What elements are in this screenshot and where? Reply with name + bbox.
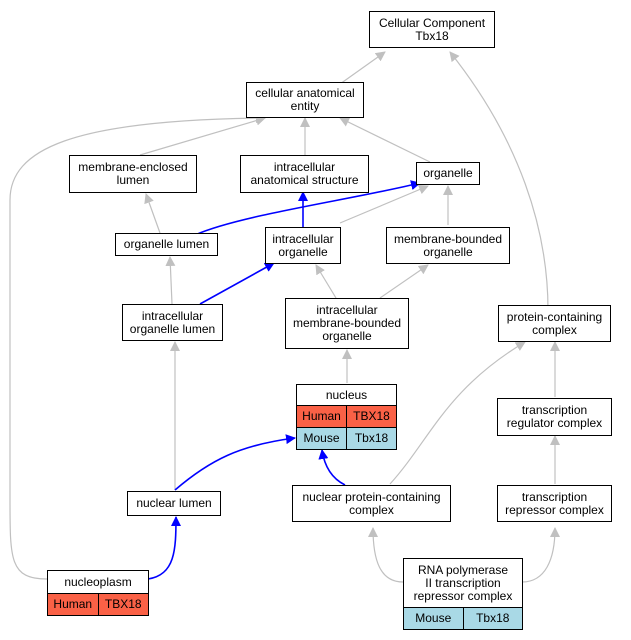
mouse-annotation-row: Mouse Tbx18	[404, 607, 522, 629]
node-membrane-enclosed-lumen[interactable]: membrane-enclosed lumen	[69, 155, 197, 193]
node-label-line1: membrane-bounded	[393, 231, 503, 246]
edge-membrane-bounded-to-intracellular-organelle	[315, 264, 337, 299]
node-rna-polymerase-ii-transcription-repressor-complex[interactable]: RNA polymerase II transcription represso…	[403, 558, 523, 630]
node-intracellular-membrane-bounded-organelle[interactable]: intracellular membrane-bounded organelle	[285, 298, 409, 349]
node-label-line2: complex	[349, 502, 394, 517]
node-nuclear-lumen[interactable]: nuclear lumen	[127, 491, 221, 516]
mouse-annotation-row: Mouse Tbx18	[297, 427, 396, 449]
node-nucleus[interactable]: nucleus Human TBX18 Mouse Tbx18	[296, 384, 397, 450]
node-label-line1: nucleoplasm	[64, 574, 132, 589]
node-label-line2: II transcription	[425, 575, 501, 590]
node-organelle[interactable]: organelle	[416, 162, 480, 185]
edge-intracellular-lumen-to-organelle-lumen	[165, 256, 176, 305]
node-membrane-bounded-organelle[interactable]: membrane-bounded organelle	[386, 227, 510, 264]
node-label-line2: repressor complex	[505, 502, 604, 517]
node-label-line2: organelle	[423, 244, 473, 259]
node-label-line1: intracellular	[316, 303, 378, 317]
human-annotation-row: Human TBX18	[48, 593, 148, 615]
edge-rna-pol-to-repressor-complex	[521, 527, 560, 583]
edge-intracellular-lumen-to-intracellular-organelle-highlight	[199, 262, 275, 305]
node-label-line1: nuclear lumen	[136, 496, 212, 510]
node-label-line1: transcription	[521, 403, 588, 417]
node-nucleoplasm[interactable]: nucleoplasm Human TBX18	[47, 570, 149, 616]
node-nuclear-protein-containing-complex[interactable]: nuclear protein-containing complex	[292, 485, 451, 522]
node-label-line1: nuclear protein-containing	[302, 489, 441, 504]
node-label-line3: organelle	[322, 329, 372, 343]
node-intracellular-organelle[interactable]: intracellular organelle	[265, 227, 341, 264]
node-transcription-regulator-complex[interactable]: transcription regulator complex	[497, 398, 612, 436]
node-label-line1: organelle lumen	[123, 237, 210, 251]
node-intracellular-anatomical-structure[interactable]: intracellular anatomical structure	[240, 155, 369, 193]
node-label-block: RNA polymerase II transcription represso…	[411, 559, 516, 607]
node-label-line2: organelle lumen	[129, 321, 216, 336]
edge-intracellular-organelle-to-organelle	[339, 184, 429, 224]
human-gene-cell: TBX18	[346, 406, 396, 427]
node-intracellular-organelle-lumen[interactable]: intracellular organelle lumen	[122, 304, 223, 341]
edge-nucleoplasm-to-nuclear-lumen-highlight	[147, 516, 181, 580]
node-cellular-component[interactable]: Cellular Component Tbx18	[369, 11, 495, 48]
human-species-cell: Human	[53, 597, 93, 611]
node-label-line1: organelle	[423, 166, 473, 180]
node-label-line1: protein-containing	[506, 309, 603, 324]
node-label-line2: anatomical structure	[250, 173, 359, 187]
node-label-line2: regulator complex	[506, 416, 603, 430]
node-cellular-anatomical-entity[interactable]: cellular anatomical entity	[246, 82, 364, 118]
node-label-line2: complex	[532, 322, 577, 337]
node-label-line2: lumen	[116, 173, 150, 187]
edge-protein-complex-to-cellular-component	[449, 51, 549, 311]
node-organelle-lumen[interactable]: organelle lumen	[115, 233, 218, 256]
human-annotation-row: Human TBX18	[297, 405, 396, 427]
node-label-line1: intracellular	[273, 160, 336, 174]
node-label-line1: nucleus	[325, 387, 368, 402]
node-label-line1: transcription	[521, 489, 588, 504]
node-label-line1: Cellular Component	[378, 15, 486, 30]
node-label-line2: Tbx18	[415, 28, 449, 43]
node-label-line1: RNA polymerase	[417, 562, 509, 577]
edge-nuclear-complex-to-nucleus-highlight	[318, 449, 346, 486]
node-label-line1: membrane-enclosed	[78, 160, 188, 174]
node-label-line2: entity	[290, 99, 320, 113]
node-label-line2: organelle	[278, 244, 328, 259]
node-label-line2: membrane-bounded	[292, 316, 402, 330]
edge-membrane-enclosed-lumen-to-anatomical-entity	[139, 115, 266, 156]
human-species-cell: Human	[302, 409, 341, 423]
node-label-line1: intracellular	[141, 308, 204, 323]
edge-nuclear-complex-to-protein-complex	[389, 341, 526, 485]
edge-organelle-lumen-to-organelle-highlight	[194, 180, 421, 236]
mouse-gene-cell: Tbx18	[346, 428, 396, 449]
edge-membrane-bounded-to-membrane-bounded-organelle	[379, 264, 429, 299]
edge-organelle-to-anatomical-entity	[339, 117, 431, 163]
edge-nuclear-lumen-to-nucleus-highlight	[174, 434, 296, 491]
mouse-species-cell: Mouse	[303, 431, 340, 445]
node-protein-containing-complex[interactable]: protein-containing complex	[498, 305, 611, 342]
node-label-line3: repressor complex	[413, 588, 513, 603]
node-label-line1: cellular anatomical	[255, 86, 355, 100]
edge-rna-pol-to-nuclear-complex	[368, 527, 404, 583]
node-transcription-repressor-complex[interactable]: transcription repressor complex	[497, 485, 612, 522]
edge-anatomical-entity-to-cellular-component	[339, 51, 386, 85]
human-gene-cell: TBX18	[97, 594, 149, 615]
mouse-species-cell: Mouse	[415, 611, 452, 625]
node-label-line1: intracellular	[272, 231, 334, 246]
mouse-gene-cell: Tbx18	[462, 608, 523, 629]
edge-organelle-lumen-to-membrane-enclosed-lumen	[144, 193, 161, 234]
edge-nucleoplasm-to-anatomical-entity	[9, 113, 266, 580]
